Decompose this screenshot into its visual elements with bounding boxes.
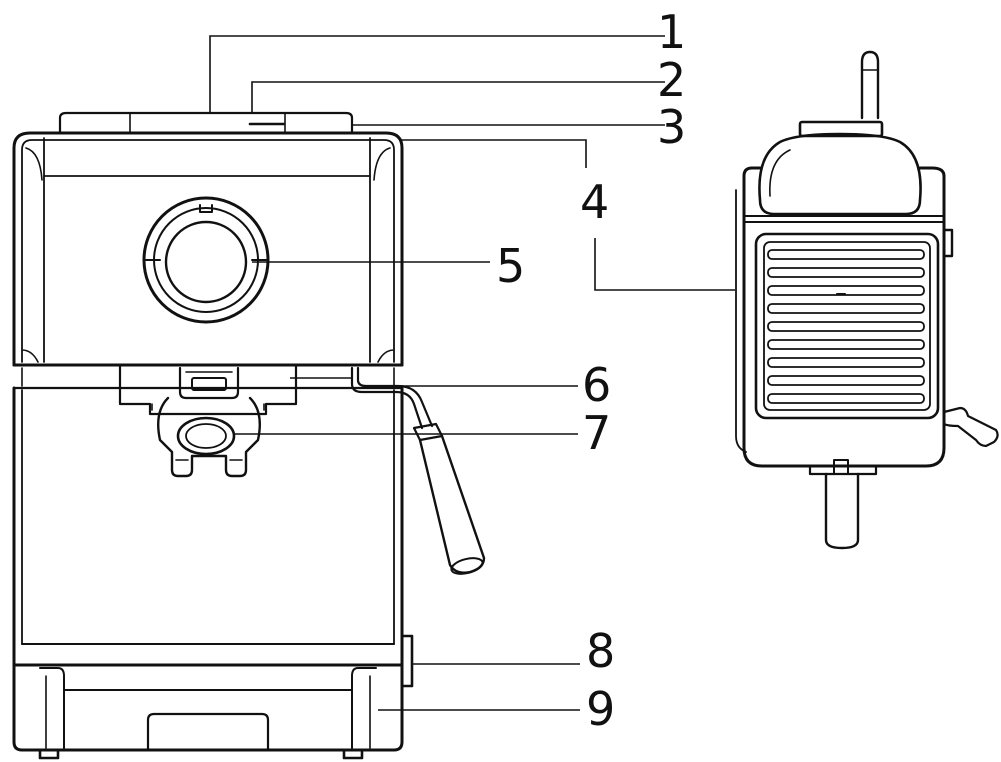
callout-numbers: 1 2 3 4 5 6 7 8 9: [496, 5, 686, 736]
brew-head: [118, 364, 298, 416]
callout-7: 7: [582, 406, 611, 460]
leader-lines: [209, 35, 735, 711]
callout-1: 1: [657, 5, 686, 59]
callout-3: 3: [657, 100, 686, 154]
callout-9: 9: [586, 682, 615, 736]
callout-4: 4: [580, 175, 609, 229]
upper-housing: [12, 131, 404, 367]
drip-tray: [12, 663, 404, 760]
callout-5: 5: [496, 239, 525, 293]
callout-2: 2: [657, 53, 686, 107]
middle-band: [12, 363, 404, 390]
lower-body: [12, 386, 414, 688]
callout-6: 6: [582, 358, 611, 412]
steam-wand: [350, 366, 486, 575]
top-cover: [58, 111, 354, 134]
front-view: [12, 111, 486, 760]
vent-slots: [767, 249, 925, 404]
callout-8: 8: [586, 624, 615, 678]
control-knob: [142, 196, 270, 324]
side-view: [735, 50, 999, 550]
portafilter: [157, 396, 261, 478]
